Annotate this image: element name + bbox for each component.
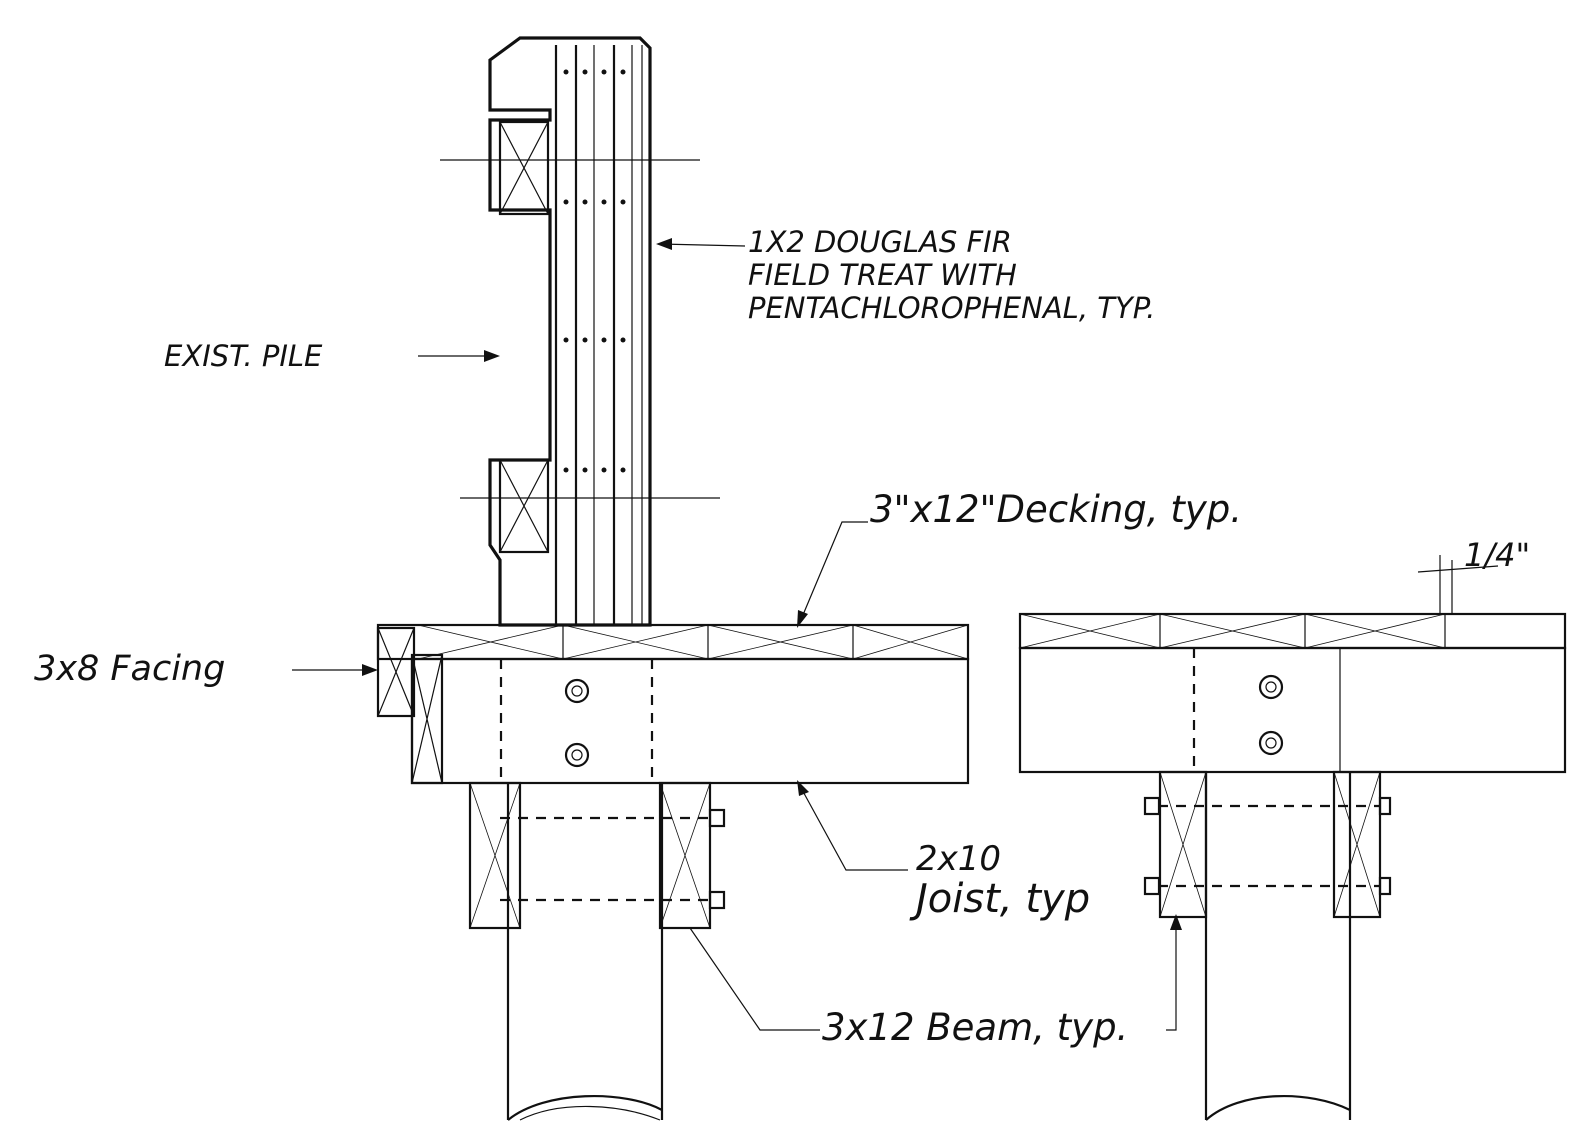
facing-board	[376, 626, 444, 785]
douglas-fir-strips	[554, 45, 643, 625]
label-decking: 3"x12"Decking, typ.	[870, 488, 1242, 531]
pile-left-lower	[506, 783, 664, 1121]
label-douglas-fir-line2: FIELD TREAT WITH	[748, 258, 1017, 292]
decking-right	[1018, 612, 1567, 650]
label-douglas-fir-line3: PENTACHLOROPHENAL, TYP.	[748, 291, 1155, 325]
decking-left	[376, 623, 970, 661]
beam-right	[1143, 770, 1392, 919]
label-douglas-fir-line1: 1X2 DOUGLAS FIR	[748, 225, 1012, 259]
joist-left	[410, 657, 970, 785]
annotation-labels: 1X2 DOUGLAS FIR FIELD TREAT WITH PENTACH…	[34, 225, 1530, 1049]
label-beam: 3x12 Beam, typ.	[822, 1006, 1128, 1049]
label-quarter-inch: 1/4"	[1464, 536, 1530, 574]
label-exist-pile: EXIST. PILE	[164, 339, 323, 373]
joist-right	[1018, 646, 1567, 774]
beam-left	[468, 781, 726, 930]
label-joist-line1: 2x10	[916, 839, 1001, 879]
leaders	[292, 238, 1499, 1031]
label-joist-line2: Joist, typ	[909, 876, 1090, 922]
label-facing: 3x8 Facing	[34, 649, 225, 689]
existing-pile	[440, 36, 720, 627]
pile-right-lower	[1204, 772, 1352, 1121]
